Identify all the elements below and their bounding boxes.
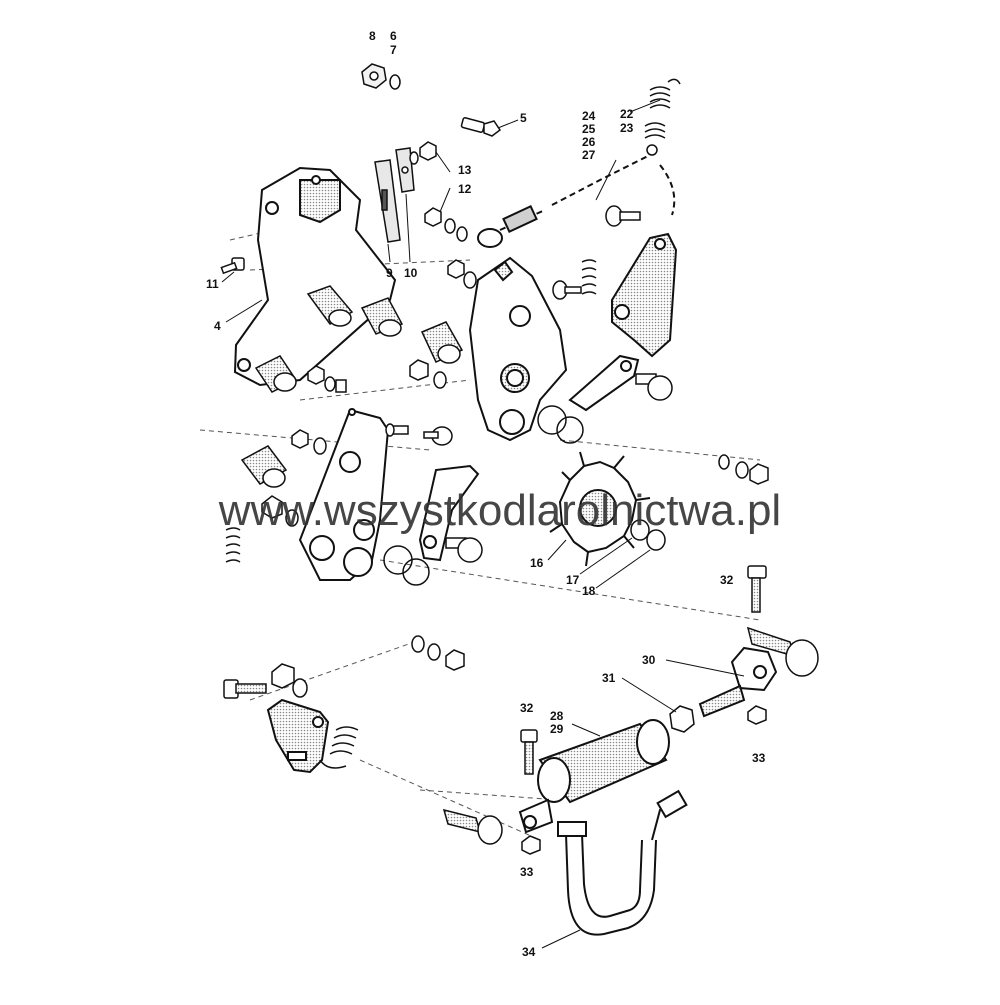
bushings-4 (254, 285, 404, 393)
washer-6-7 (389, 74, 401, 90)
part-number-6: 6 (390, 29, 397, 43)
part-number-33-lower: 33 (520, 865, 534, 879)
part-number-32-upper: 32 (720, 573, 734, 587)
part-number-9: 9 (386, 266, 393, 280)
part-number-32-lower: 32 (520, 701, 534, 715)
rod-end-30 (698, 646, 778, 718)
bolt-right-top (605, 205, 641, 227)
lower-pin (445, 537, 483, 563)
part-number-10: 10 (404, 266, 418, 280)
spring-22 (649, 78, 681, 109)
lever-right (568, 354, 640, 412)
center-plate (468, 256, 568, 442)
ring-18 (646, 529, 666, 551)
part-number-16: 16 (530, 556, 544, 570)
cog-16 (549, 451, 651, 567)
part-number-17: 17 (566, 573, 580, 587)
part-number-27: 27 (582, 148, 596, 162)
part-number-23: 23 (620, 121, 634, 135)
nut-33-lower (521, 835, 541, 855)
watermark: www.wszystkodlarolnictwa.pl (218, 486, 782, 535)
part-number-24: 24 (582, 109, 596, 123)
nut-washers-12 (424, 207, 468, 242)
bracket-4 (233, 166, 397, 387)
part-number-30: 30 (642, 653, 656, 667)
part-number-12: 12 (458, 182, 472, 196)
part-number-5: 5 (520, 111, 527, 125)
small-nuts-row (307, 259, 477, 393)
pin-right (635, 373, 673, 401)
part-number-31: 31 (602, 671, 616, 685)
pin-lower-left (385, 423, 453, 446)
part-number-29: 29 (550, 722, 564, 736)
bolt-32-upper (747, 565, 767, 613)
bolt-32-lower (520, 729, 538, 775)
part-number-34: 34 (522, 945, 536, 959)
cable-24-27 (477, 154, 676, 248)
cam-lever (418, 464, 480, 562)
hose-34 (557, 789, 688, 936)
part-number-28: 28 (550, 709, 564, 723)
bolt-5 (460, 117, 502, 137)
washer-17 (630, 519, 650, 541)
spring-lower-left (225, 527, 241, 563)
clip-9 (374, 159, 401, 243)
nut-33-right (747, 705, 767, 725)
spring-small (581, 259, 597, 295)
lower-spring (319, 726, 359, 769)
nut-8 (361, 63, 387, 89)
lower-bracket (266, 698, 330, 774)
lower-nuts (271, 635, 465, 698)
rings-center (537, 405, 584, 444)
lower-left-plate (298, 408, 390, 581)
right-nuts (718, 454, 769, 485)
center-bushing (420, 321, 464, 364)
part-number-18: 18 (582, 584, 596, 598)
pin-rod-end (746, 626, 819, 677)
part-number-26: 26 (582, 135, 596, 149)
part-number-11: 11 (206, 277, 219, 291)
part-number-4: 4 (214, 319, 221, 333)
part-number-8: 8 (369, 29, 376, 43)
bolt-11 (220, 257, 245, 275)
nut-13 (409, 141, 437, 165)
part-number-22: 22 (620, 107, 634, 121)
part-number-25: 25 (582, 122, 596, 136)
lower-left-nuts (261, 429, 327, 527)
cylinder-28-29 (518, 719, 670, 834)
right-arm-plate (611, 232, 678, 358)
pin-center (552, 280, 582, 300)
lower-bolt (223, 679, 267, 699)
nut-31 (669, 705, 695, 733)
part-number-33-right: 33 (752, 751, 766, 765)
lower-left-bushing (240, 445, 288, 488)
spring-23 (644, 122, 666, 156)
leader-lines (221, 99, 745, 949)
part-number-13: 13 (458, 163, 472, 177)
rings-lower (383, 545, 430, 586)
part-number-7: 7 (390, 43, 397, 57)
pin-cylinder (442, 808, 503, 845)
